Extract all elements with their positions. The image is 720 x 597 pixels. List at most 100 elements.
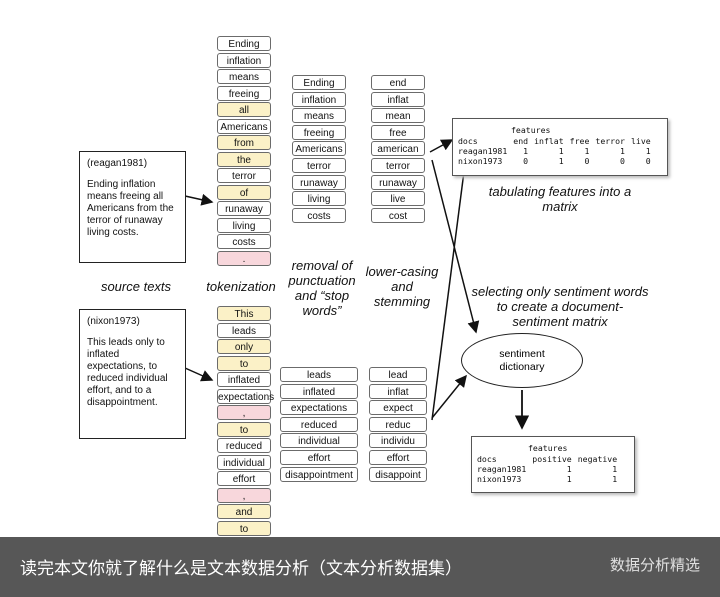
token: ,	[217, 487, 271, 503]
token: .	[217, 250, 271, 266]
token: live	[371, 191, 425, 207]
token: lead	[369, 367, 427, 382]
token: living	[292, 191, 346, 207]
token: costs	[217, 234, 271, 249]
arrow-stem2-to-matrix	[431, 154, 471, 421]
matrix-value-cell: 1	[558, 146, 564, 156]
token: runaway	[292, 174, 346, 190]
token: individual	[280, 433, 358, 449]
token: disappointment	[280, 466, 358, 482]
token: freeing	[217, 85, 271, 101]
token: ,	[217, 405, 271, 420]
token: expectations	[280, 400, 358, 416]
matrix-value-cell: 0	[584, 156, 590, 166]
token: freeing	[292, 124, 346, 140]
matrix-features-label: features	[511, 125, 551, 135]
token: terror	[371, 158, 425, 173]
source-body: Ending inflation means freeing all Ameri…	[87, 179, 174, 238]
token: reduced	[217, 438, 271, 453]
arrow-stem1-to-matrix	[429, 139, 454, 153]
token: disappoint	[369, 466, 427, 482]
token: free	[371, 124, 425, 140]
token: effort	[217, 471, 271, 486]
token: effort	[369, 450, 427, 465]
token: terror	[217, 168, 271, 183]
matrix-value-cell: end	[513, 136, 529, 146]
source-text-reagan1981: (reagan1981) Ending inflation means free…	[79, 151, 186, 263]
token: individu	[369, 433, 427, 449]
matrix-value-cell: free	[569, 136, 590, 146]
token: expectations	[217, 388, 274, 404]
matrix-value-cell: 1	[645, 146, 651, 156]
token: reduc	[369, 416, 427, 432]
token: Ending	[292, 75, 346, 90]
token: end	[371, 75, 425, 90]
dictionary-line1: sentiment	[499, 348, 545, 360]
matrix-doc-cell: reagan1981	[477, 464, 527, 474]
token: This	[217, 306, 271, 321]
token: inflation	[217, 52, 271, 68]
arrow-stem2-to-dictionary	[431, 374, 467, 419]
token: effort	[280, 450, 358, 465]
label-removal: removal of punctuation and “stop words”	[288, 258, 356, 318]
caption-banner: 读完本文你就了解什么是文本数据分析（文本分析数据集） 数据分析精选	[0, 537, 720, 597]
label-source-texts: source texts	[100, 279, 172, 294]
token: of	[217, 184, 271, 200]
token: mean	[371, 108, 425, 124]
token: means	[292, 108, 346, 124]
token: leads	[280, 367, 358, 382]
token: inflated	[280, 383, 358, 399]
token: cost	[371, 207, 425, 223]
token: Americans	[217, 118, 271, 134]
label-stemming: lower-casing and stemming	[365, 264, 439, 309]
matrix-value-cell: negative	[577, 454, 618, 464]
token: to	[217, 355, 271, 371]
token: to	[217, 520, 271, 536]
token: inflat	[369, 383, 427, 399]
token: costs	[292, 207, 346, 223]
matrix-value-cell: 1	[620, 146, 625, 156]
matrix-value-cell: 1	[566, 464, 572, 474]
token: only	[217, 339, 271, 354]
matrix-value-cell: 1	[612, 464, 618, 474]
token: and	[217, 504, 271, 519]
source-title: (reagan1981)	[87, 158, 148, 169]
matrix-value-cell: 0	[620, 156, 625, 166]
matrix-value-cell: 1	[566, 474, 572, 484]
matrix-value-cell: inflat	[534, 136, 564, 146]
dictionary-line2: dictionary	[499, 361, 545, 373]
matrix-value-cell: terror	[595, 136, 625, 146]
source-text-nixon1973: (nixon1973) This leads only to inflated …	[79, 309, 186, 439]
matrix-doc-cell: nixon1973	[477, 474, 522, 484]
token: living	[217, 217, 271, 233]
token: inflation	[292, 91, 346, 107]
source-body: This leads only to inflated expectations…	[87, 337, 168, 408]
token: the	[217, 151, 271, 167]
label-tokenization: tokenization	[206, 279, 276, 294]
token: Ending	[217, 36, 271, 51]
matrix-doc-cell: nixon1973	[458, 156, 503, 166]
token: inflat	[371, 91, 425, 107]
arrow-source1-to-tokens	[184, 193, 214, 206]
token: terror	[292, 158, 346, 173]
matrix-value-cell: 1	[612, 474, 618, 484]
matrix-value-cell: 1	[558, 156, 564, 166]
token: runaway	[217, 201, 271, 216]
label-selecting: selecting only sentiment words to create…	[471, 284, 649, 329]
token: means	[217, 69, 271, 84]
matrix-value-cell: positive	[532, 454, 572, 464]
banner-title: 读完本文你就了解什么是文本数据分析（文本分析数据集）	[20, 559, 462, 579]
matrix-value-cell: 1	[523, 146, 529, 156]
label-tabulating: tabulating features into a matrix	[488, 184, 632, 214]
matrix-doc-cell: docs	[477, 454, 497, 464]
arrow-source2-to-tokens	[184, 367, 214, 382]
source-title: (nixon1973)	[87, 316, 140, 327]
